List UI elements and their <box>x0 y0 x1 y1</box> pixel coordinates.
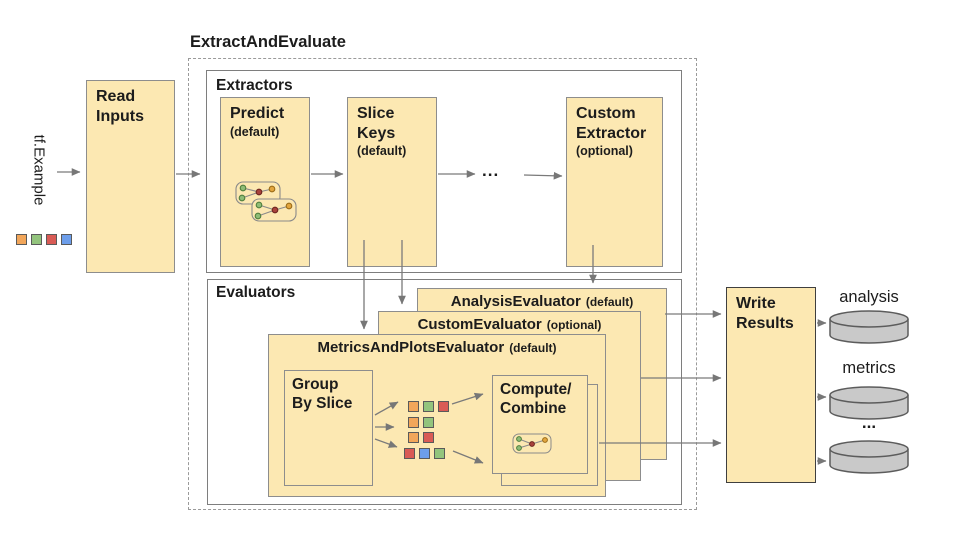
color-square-red <box>438 401 449 412</box>
color-square-red <box>46 234 57 245</box>
color-square-green <box>423 401 434 412</box>
color-square-red <box>404 448 415 459</box>
predict-title: Predict <box>230 105 285 122</box>
output-label-analysis: analysis <box>839 288 899 306</box>
slice-grid-row <box>408 432 434 443</box>
analysis-database-icon <box>829 310 909 344</box>
slice-keys-sub: (default) <box>357 144 407 159</box>
color-square-orange <box>408 417 419 428</box>
color-square-orange <box>408 401 419 412</box>
color-square-blue <box>61 234 72 245</box>
output-label-metrics: metrics <box>842 359 896 377</box>
group-by-slice-box: Group By Slice <box>284 370 373 486</box>
read-inputs-box: Read Inputs <box>86 80 175 273</box>
custom-extractor-title-line1: Custom <box>576 105 636 122</box>
color-square-red <box>423 432 434 443</box>
input-example-squares <box>16 234 72 245</box>
predict-sub: (default) <box>230 124 280 139</box>
write-results-line2: Results <box>736 314 794 332</box>
custom-extractor-title-line2: Extractor <box>576 124 647 142</box>
color-square-green <box>31 234 42 245</box>
output-label-more: ... <box>861 413 877 432</box>
custom-evaluator-title: CustomEvaluator <box>417 316 542 333</box>
more-database-icon <box>829 440 909 474</box>
color-square-blue <box>419 448 430 459</box>
slice-keys-title-line2: Keys <box>357 124 396 142</box>
evaluators-label: Evaluators <box>216 284 296 301</box>
slice-grid-row <box>408 401 449 412</box>
extractors-ellipsis: ... <box>482 161 500 180</box>
custom-extractor-box: Custom Extractor (optional) <box>566 97 663 267</box>
analysis-evaluator-title: AnalysisEvaluator <box>450 293 581 310</box>
color-square-green <box>423 417 434 428</box>
extractors-label: Extractors <box>216 77 293 94</box>
custom-evaluator-sub: (optional) <box>546 318 602 332</box>
group-by-slice-line1: Group <box>292 376 339 393</box>
diagram-title: ExtractAndEvaluate <box>190 33 346 51</box>
metrics-and-plots-evaluator-title: MetricsAndPlotsEvaluator <box>317 339 505 356</box>
metrics-and-plots-evaluator-sub: (default) <box>509 341 557 355</box>
slice-keys-extractor-box: Slice Keys (default) <box>347 97 437 267</box>
slice-grid-row <box>404 448 445 459</box>
compute-combine-line2: Combine <box>500 399 567 417</box>
compute-combine-line1: Compute/ <box>500 381 572 398</box>
group-by-slice-line2: By Slice <box>292 394 353 412</box>
read-inputs-label-line2: Inputs <box>96 107 144 125</box>
extract-and-evaluate-dashed-box <box>188 58 697 510</box>
color-square-orange <box>408 432 419 443</box>
write-results-line1: Write <box>736 295 776 312</box>
predict-extractor-box: Predict (default) <box>220 97 310 267</box>
slice-keys-title-line1: Slice <box>357 105 395 122</box>
write-results-box: Write Results <box>726 287 816 483</box>
analysis-evaluator-sub: (default) <box>585 295 634 309</box>
color-square-orange <box>16 234 27 245</box>
custom-extractor-sub: (optional) <box>576 144 633 159</box>
compute-combine-box: Compute/ Combine <box>492 375 588 474</box>
slice-grid-row <box>408 417 434 428</box>
color-square-green <box>434 448 445 459</box>
input-label: tf.Example <box>30 134 48 206</box>
read-inputs-label-line1: Read <box>96 88 136 105</box>
